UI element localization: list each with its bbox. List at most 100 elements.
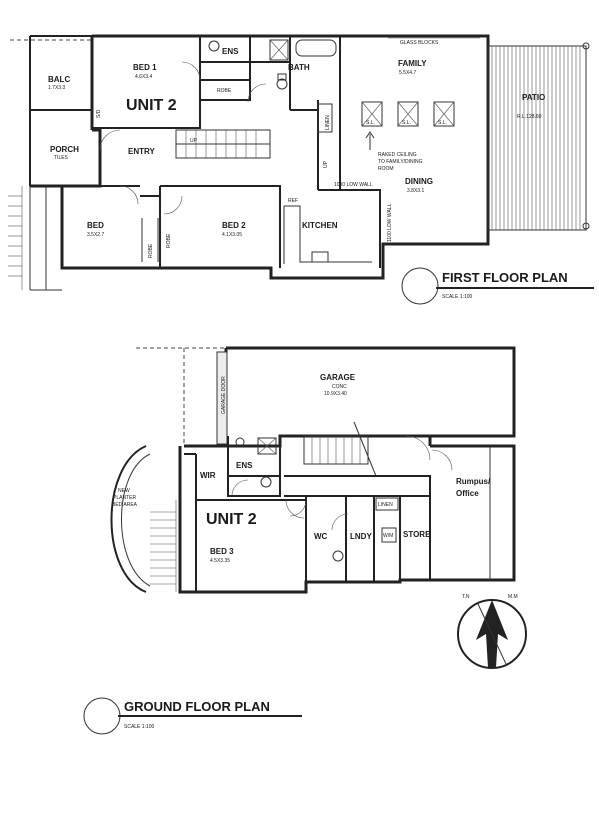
label-wir: WIR bbox=[200, 471, 216, 480]
label-bath: BATH bbox=[288, 63, 310, 72]
first-floor-title-circle bbox=[401, 267, 439, 305]
label-wm: W/M bbox=[383, 533, 393, 539]
label-ground-linen: LINEN bbox=[378, 502, 393, 508]
robe-bed bbox=[141, 218, 159, 262]
door-swing-bed1 bbox=[181, 61, 201, 81]
label-bed3: BED 3 bbox=[210, 547, 234, 556]
main-stair bbox=[175, 129, 271, 159]
raked-ceiling-arrow bbox=[365, 131, 375, 150]
door-swing-lndy bbox=[331, 513, 349, 531]
label-lndy: LNDY bbox=[350, 532, 372, 541]
label-porch-tiles: TILES bbox=[54, 155, 69, 161]
ground-floor-labels: GARAGE CONC 10.9X3.40 GARAGE DOOR ENS WI… bbox=[112, 373, 491, 564]
ground-ens-basin bbox=[235, 437, 245, 447]
label-bed-size: 3.5X2.7 bbox=[87, 232, 104, 238]
label-low-wall-1100: 1100 LOW WALL bbox=[387, 203, 393, 242]
ground-floor-title-block: GROUND FLOOR PLAN SCALE 1:100 bbox=[83, 697, 302, 735]
ens-walls bbox=[200, 36, 341, 190]
label-garage-door: GARAGE DOOR bbox=[221, 376, 227, 414]
ground-floor-title: GROUND FLOOR PLAN bbox=[124, 699, 270, 714]
garage-dashed bbox=[136, 347, 226, 446]
label-bed3-size: 4.5X3.35 bbox=[210, 558, 230, 564]
label-bed2-size: 4.1X3.05 bbox=[222, 232, 242, 238]
label-low-wall-1000: 1000 LOW WALL bbox=[334, 182, 373, 188]
door-swing-bed bbox=[119, 185, 139, 205]
label-ground-ens: ENS bbox=[236, 461, 253, 470]
door-swing-rumpus bbox=[431, 449, 453, 471]
label-bed1: BED 1 bbox=[133, 63, 157, 72]
label-sl-2: S.L. bbox=[402, 120, 411, 126]
label-glass-blocks: GLASS BLOCKS bbox=[400, 40, 439, 46]
first-floor-outer-wall bbox=[30, 34, 490, 280]
planter-bay bbox=[110, 445, 147, 593]
skylights bbox=[361, 101, 455, 127]
label-ens: ENS bbox=[222, 47, 239, 56]
planter-bay-inner bbox=[121, 453, 151, 587]
garage-door bbox=[216, 351, 228, 445]
ground-shower bbox=[257, 437, 277, 455]
label-bed1-size: 4.6X3.4 bbox=[135, 74, 152, 80]
label-sl-1: S.L. bbox=[366, 120, 375, 126]
label-garage-size: 10.9X3.40 bbox=[324, 391, 347, 397]
label-mm: M.M bbox=[508, 594, 518, 600]
label-planter-3: BED AREA bbox=[112, 502, 138, 508]
kitchen-bench bbox=[283, 205, 372, 264]
label-dining-size: 3.8X3.1 bbox=[407, 188, 424, 194]
door-swing-bath bbox=[247, 83, 267, 103]
bed3-walls bbox=[195, 499, 306, 592]
label-store: STORE bbox=[403, 530, 431, 539]
label-garage-conc: CONC bbox=[332, 384, 347, 390]
label-raked-3: ROOM bbox=[378, 166, 394, 172]
ground-stair-left bbox=[150, 500, 177, 592]
label-bed: BED bbox=[87, 221, 104, 230]
linen-cupboard bbox=[317, 103, 333, 133]
first-floor-title: FIRST FLOOR PLAN bbox=[442, 270, 568, 285]
bath-tub bbox=[295, 39, 337, 57]
label-raked-1: RAKED CEILING bbox=[378, 152, 417, 158]
porch-divider bbox=[29, 186, 62, 291]
balcony-wall bbox=[29, 35, 92, 186]
label-patio-level: R.L.128.60 bbox=[517, 114, 542, 120]
label-unit2-ground: UNIT 2 bbox=[206, 511, 257, 528]
door-swing-wc bbox=[289, 499, 307, 517]
label-robe-a: ROBE bbox=[148, 243, 154, 258]
label-up-2: UP bbox=[323, 160, 329, 168]
garage-walls bbox=[224, 346, 516, 440]
first-floor-labels: BED 1 4.6X3.4 ENS ROBE BATH UNIT 2 GLASS… bbox=[48, 40, 545, 258]
door-swing-bed3 bbox=[285, 499, 305, 519]
label-office: Office bbox=[456, 489, 479, 498]
label-ref: REF bbox=[288, 198, 298, 204]
ground-floor-outer-wall bbox=[178, 434, 516, 594]
ground-wc-pan bbox=[332, 550, 344, 562]
label-robe: ROBE bbox=[217, 88, 232, 94]
label-garage: GARAGE bbox=[320, 373, 356, 382]
ens-basin bbox=[208, 40, 220, 52]
label-porch: PORCH bbox=[50, 145, 79, 154]
label-planter-2: PLANTER bbox=[113, 495, 136, 501]
label-linen: LINEN bbox=[325, 115, 331, 130]
ground-linen bbox=[375, 497, 399, 511]
ground-ens-wc bbox=[260, 476, 272, 488]
label-sl-3: S.L. bbox=[438, 120, 447, 126]
first-floor-title-block: FIRST FLOOR PLAN SCALE 1:100 bbox=[401, 267, 594, 305]
bed1-walls bbox=[92, 36, 251, 129]
shower bbox=[269, 39, 289, 61]
ground-floor-scale: SCALE 1:100 bbox=[124, 724, 155, 730]
label-family-size: 5.5X4.7 bbox=[399, 70, 416, 76]
door-swing-ground-ens bbox=[231, 479, 249, 497]
first-floor-scale: SCALE 1:100 bbox=[442, 294, 473, 300]
label-robe-b: ROBE bbox=[166, 233, 172, 248]
label-kitchen: KITCHEN bbox=[302, 221, 338, 230]
label-dining: DINING bbox=[405, 177, 433, 186]
label-patio: PATIO bbox=[522, 93, 545, 102]
left-stair bbox=[8, 186, 23, 290]
label-balc-size: 1.7X3.3 bbox=[48, 85, 65, 91]
door-swing-bed2 bbox=[163, 195, 183, 215]
ground-floor-plan bbox=[110, 346, 516, 594]
label-sd: S/D bbox=[96, 109, 102, 118]
washing-machine bbox=[381, 527, 397, 543]
label-unit2-first: UNIT 2 bbox=[126, 97, 177, 114]
ground-ens-walls bbox=[184, 436, 281, 501]
label-planter-1: NEW bbox=[118, 488, 130, 494]
